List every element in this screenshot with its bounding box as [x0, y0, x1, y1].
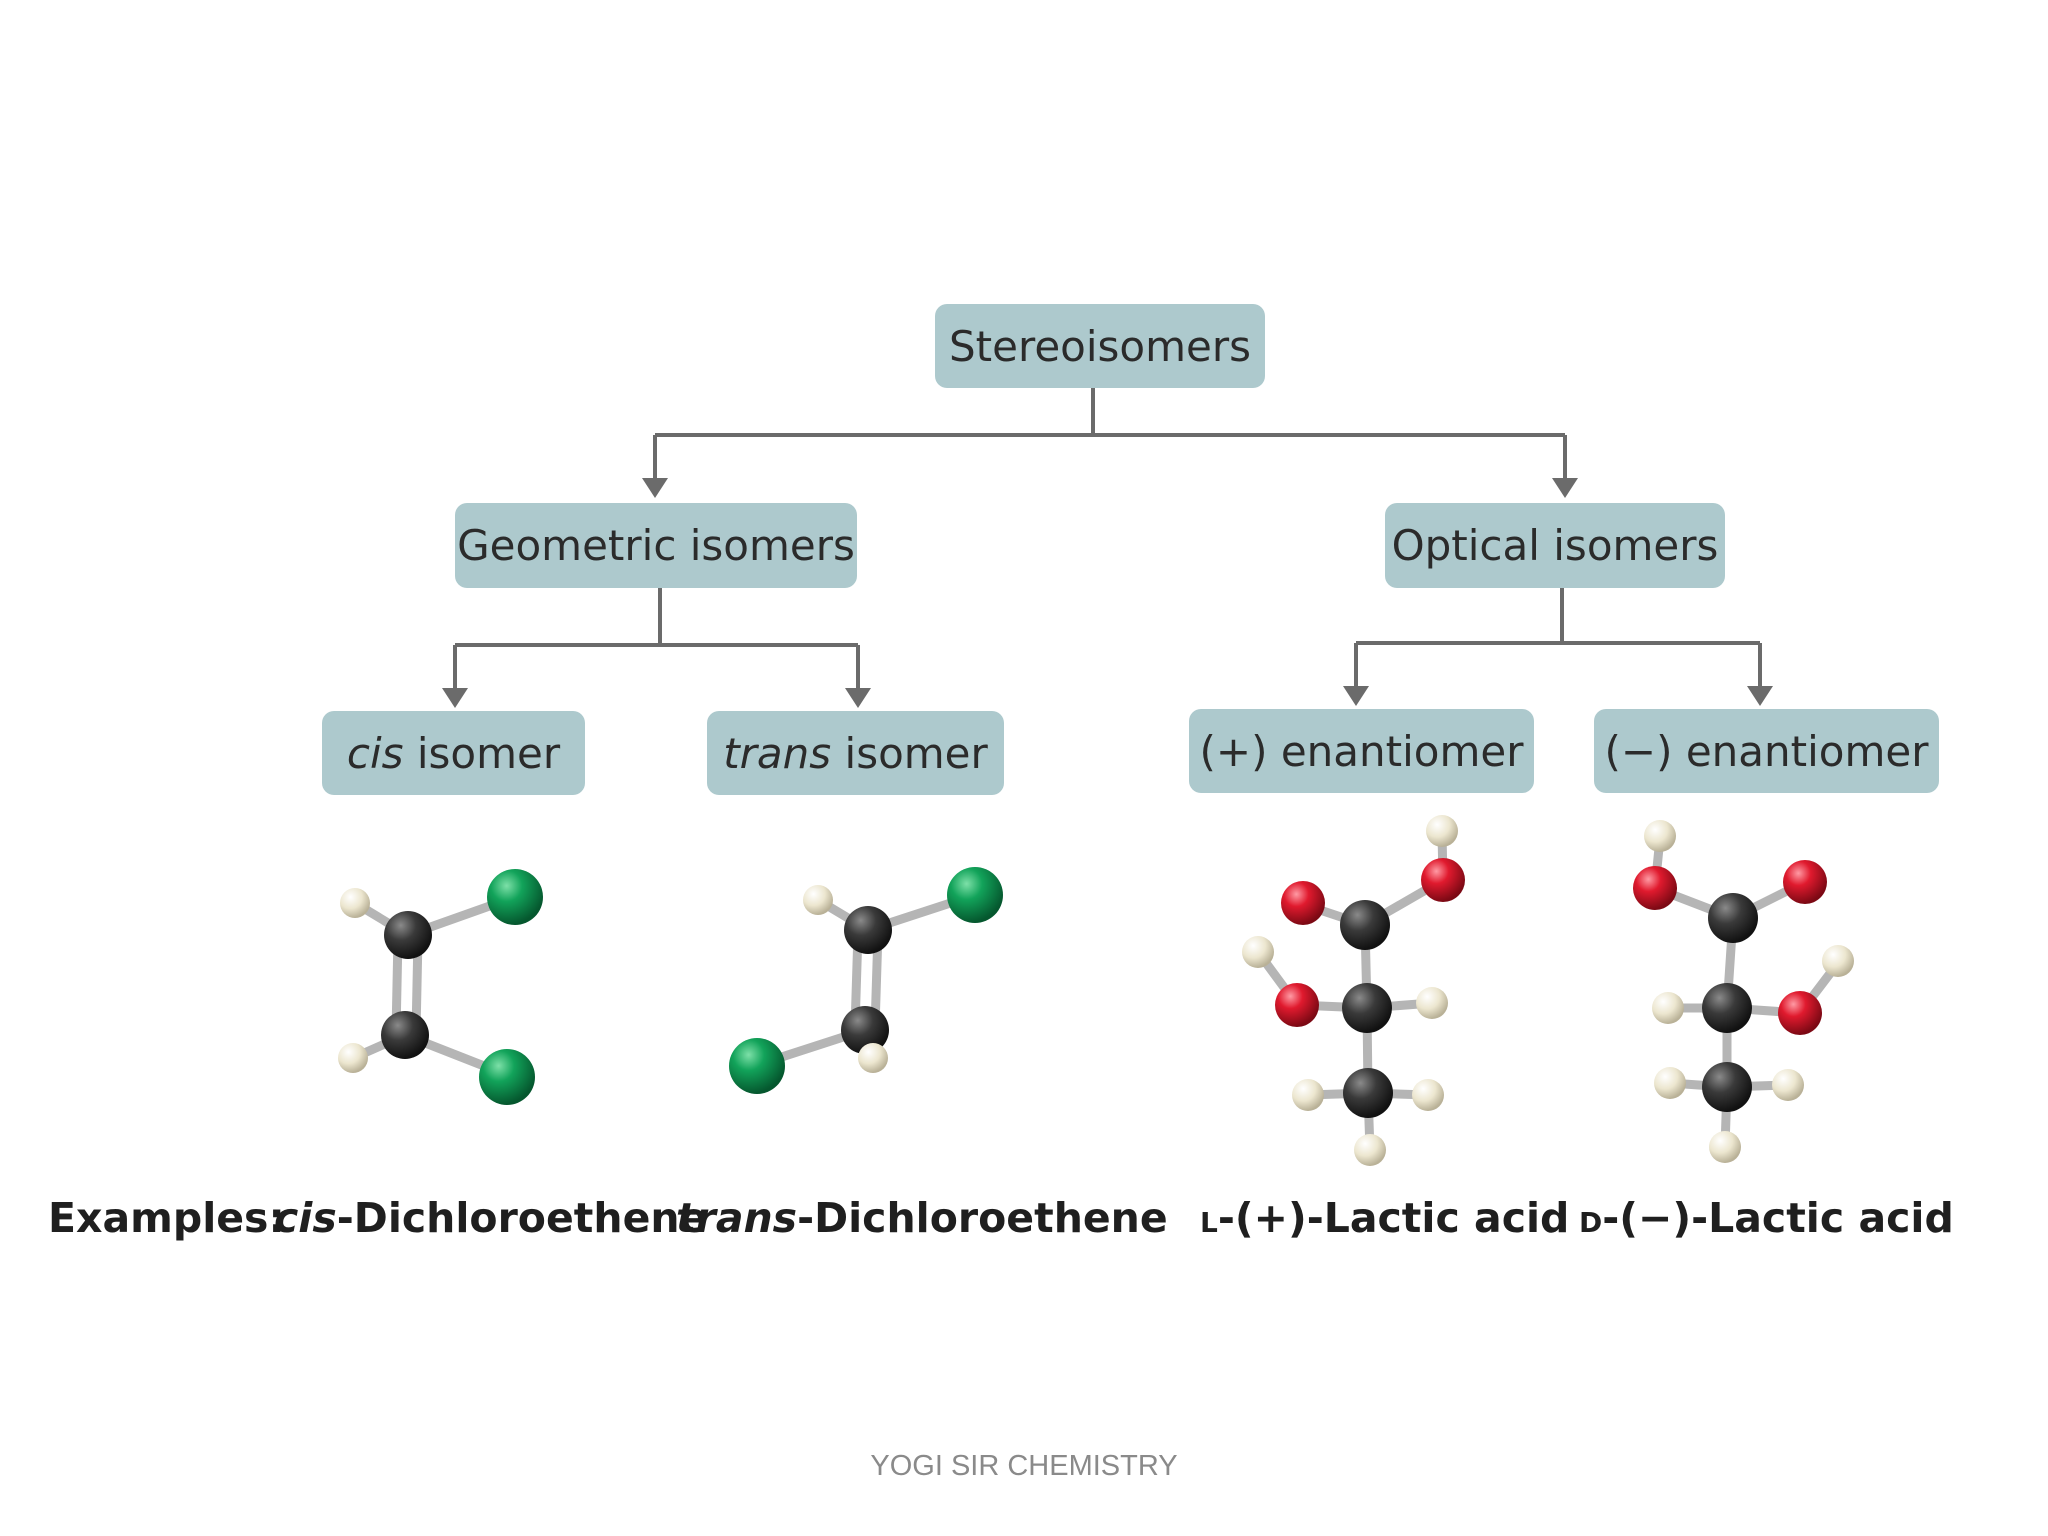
oxygen-atom: [1633, 866, 1677, 910]
oxygen-atom: [1281, 881, 1325, 925]
plus-enantiomer-box: (+) enantiomer: [1189, 709, 1534, 793]
oxygen-atom: [1421, 858, 1465, 902]
carbon-atom: [384, 911, 432, 959]
arrowhead-geometric: [642, 478, 668, 498]
trans-dichloroethene-name: trans-Dichloroethene: [676, 1194, 1168, 1242]
arrowhead-trans: [845, 688, 871, 708]
stereoisomers-box: Stereoisomers: [935, 304, 1265, 388]
examples-label: Examples:: [48, 1194, 285, 1242]
hydrogen-atom: [858, 1043, 888, 1073]
arrowhead-minus: [1747, 686, 1773, 706]
minus-enantiomer-box: (−) enantiomer: [1594, 709, 1939, 793]
hydrogen-atom: [803, 885, 833, 915]
hydrogen-atom: [1772, 1069, 1804, 1101]
carbon-atom: [1702, 1062, 1752, 1112]
d-lactic-acid-name: D-(−)-Lactic acid: [1579, 1194, 1954, 1242]
geometric-isomers-box: Geometric isomers: [455, 503, 857, 588]
oxygen-atom: [1783, 860, 1827, 904]
hydrogen-atom: [1354, 1134, 1386, 1166]
carbon-atom: [1702, 983, 1752, 1033]
stereoisomers-label: Stereoisomers: [949, 321, 1251, 371]
cis-dichloroethene-model: [338, 869, 543, 1105]
l-lactic-acid-name: L-(+)-Lactic acid: [1200, 1194, 1569, 1242]
optical-isomers-box: Optical isomers: [1385, 503, 1725, 588]
trans-isomer-prefix: trans: [723, 728, 832, 778]
hydrogen-atom: [1654, 1067, 1686, 1099]
carbon-atom: [1340, 900, 1390, 950]
optical-isomers-label: Optical isomers: [1391, 521, 1719, 570]
chlorine-atom: [947, 867, 1003, 923]
carbon-atom: [1342, 983, 1392, 1033]
hydrogen-atom: [1822, 945, 1854, 977]
l-lactic-acid-model: [1242, 815, 1465, 1166]
d-lactic-acid-prefix: D: [1579, 1206, 1603, 1239]
carbon-atom: [1343, 1068, 1393, 1118]
trans-dichloroethene-suffix: -Dichloroethene: [797, 1194, 1168, 1242]
hydrogen-atom: [1242, 936, 1274, 968]
plus-enantiomer-label: (+) enantiomer: [1199, 726, 1524, 776]
l-lactic-acid-suffix: -(+)-Lactic acid: [1217, 1194, 1570, 1242]
geometric-isomers-label: Geometric isomers: [457, 521, 855, 570]
cis-isomer-box: cis isomer: [322, 711, 585, 795]
cis-dichloroethene-name: cis-Dichloroethene: [274, 1194, 707, 1242]
carbon-atom: [1708, 893, 1758, 943]
trans-dichloroethene-prefix: trans: [676, 1194, 798, 1242]
trans-isomer-suffix: isomer: [831, 728, 988, 778]
arrowhead-cis: [442, 688, 468, 708]
hydrogen-atom: [1709, 1131, 1741, 1163]
watermark-text: YOGI SIR CHEMISTRY: [870, 1450, 1178, 1482]
arrowhead-plus: [1343, 686, 1369, 706]
chlorine-atom: [487, 869, 543, 925]
d-lactic-acid-suffix: -(−)-Lactic acid: [1602, 1194, 1954, 1242]
hydrogen-atom: [338, 1043, 368, 1073]
cis-isomer-suffix: isomer: [403, 728, 561, 778]
cis-dichloroethene-prefix: cis: [274, 1194, 337, 1242]
carbon-atom: [381, 1011, 429, 1059]
hydrogen-atom: [1412, 1079, 1444, 1111]
oxygen-atom: [1778, 991, 1822, 1035]
hydrogen-atom: [1652, 992, 1684, 1024]
oxygen-atom: [1275, 983, 1319, 1027]
hydrogen-atom: [340, 888, 370, 918]
cis-isomer-prefix: cis: [346, 728, 404, 778]
d-lactic-acid-model: [1633, 820, 1854, 1163]
carbon-atom: [841, 1006, 889, 1054]
chlorine-atom: [479, 1049, 535, 1105]
chlorine-atom: [729, 1038, 785, 1094]
cis-dichloroethene-suffix: -Dichloroethene: [336, 1194, 708, 1242]
hydrogen-atom: [1644, 820, 1676, 852]
minus-enantiomer-label: (−) enantiomer: [1604, 726, 1929, 776]
trans-isomer-box: trans isomer: [707, 711, 1004, 795]
hydrogen-atom: [1292, 1079, 1324, 1111]
arrowhead-optical: [1552, 478, 1578, 498]
l-lactic-acid-prefix: L: [1200, 1206, 1218, 1239]
hydrogen-atom: [1426, 815, 1458, 847]
carbon-atom: [844, 906, 892, 954]
hydrogen-atom: [1416, 987, 1448, 1019]
trans-dichloroethene-model: [729, 867, 1003, 1094]
